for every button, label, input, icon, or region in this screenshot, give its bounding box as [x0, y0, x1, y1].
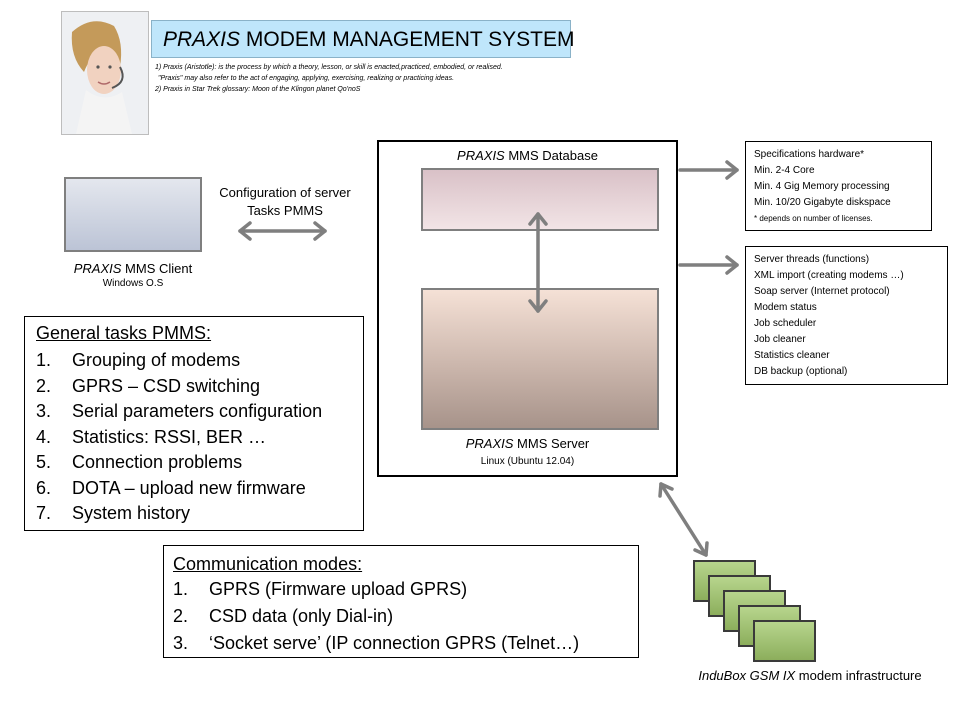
list-item-text: CSD data (only Dial-in) [209, 606, 394, 626]
modem-stack [690, 560, 830, 670]
spec-hardware-box: Specifications hardware* Min. 2-4 Core M… [745, 141, 932, 231]
server-box [421, 288, 659, 430]
thread-line: Server threads (functions) [754, 254, 870, 265]
list-item-text: ‘Socket serve’ (IP connection GPRS (Teln… [209, 633, 580, 653]
list-item-number: 1. [173, 579, 189, 599]
page-title: PRAXIS MODEM MANAGEMENT SYSTEM [151, 20, 575, 58]
config-label: Configuration of server Tasks PMMS [205, 184, 365, 220]
spec-line: Min. 4 Gig Memory processing [754, 181, 890, 192]
thread-line: Job cleaner [754, 334, 806, 345]
thread-line: Soap server (Internet protocol) [754, 286, 890, 297]
general-tasks-list: 1. Grouping of modems 2. GPRS – CSD switch… [36, 348, 322, 527]
title-italic: PRAXIS [163, 28, 241, 51]
modem-infrastructure-label: InduBox GSM IX modem infrastructure [670, 668, 950, 683]
modem-label-rest: modem infrastructure [795, 668, 922, 683]
list-item-number: 6. [36, 477, 52, 498]
client-label-italic: PRAXIS [73, 261, 122, 276]
list-item-text: Connection problems [72, 452, 243, 472]
list-item-number: 4. [36, 426, 52, 447]
client-label-rest: MMS Client [121, 261, 193, 276]
list-item-number: 5. [36, 452, 52, 472]
server-label: PRAXIS MMS Server [379, 436, 676, 451]
modem-unit [753, 620, 816, 662]
list-item-text: System history [72, 503, 191, 523]
modem-label-italic: InduBox GSM IX [698, 668, 796, 683]
spec-line: Min. 10/20 Gigabyte diskspace [754, 197, 891, 208]
communication-modes-box: Communication modes: 1. GPRS (Firmware up… [163, 545, 639, 658]
database-label-rest: MMS Database [504, 148, 598, 163]
general-tasks-title: General tasks PMMS: [36, 323, 212, 343]
config-label-line2: Tasks PMMS [247, 203, 323, 218]
list-item: 2. GPRS – CSD switching [36, 374, 322, 400]
list-item: 7. System history [36, 501, 322, 527]
list-item-text: DOTA – upload new firmware [72, 477, 306, 498]
list-item-number: 2. [36, 375, 52, 396]
client-os-label: Windows O.S [102, 278, 164, 289]
note-line: "Praxis" may also refer to the act of en… [158, 75, 455, 82]
thread-line: Modem status [754, 302, 817, 313]
communication-modes-title: Communication modes: [173, 554, 363, 574]
client-box [64, 177, 202, 252]
list-item: 3. Serial parameters configuration [36, 399, 322, 425]
list-item-number: 2. [173, 606, 189, 626]
list-item: 2. CSD data (only Dial-in) [173, 603, 579, 630]
list-item: 4. Statistics: RSSI, BER … [36, 425, 322, 451]
list-item: 1. Grouping of modems [36, 348, 322, 374]
thread-line: XML import (creating modems …) [754, 270, 904, 281]
database-label: PRAXIS MMS Database [379, 148, 676, 163]
list-item-text: GPRS – CSD switching [72, 375, 261, 396]
spec-footnote: * depends on number of licenses. [754, 214, 873, 223]
server-threads-box: Server threads (functions) XML import (c… [745, 246, 948, 385]
title-rest: MODEM MANAGEMENT SYSTEM [240, 28, 575, 51]
server-modem-arrow [658, 482, 709, 557]
server-label-rest: MMS Server [513, 436, 590, 451]
list-item-number: 7. [36, 503, 52, 523]
database-box [421, 168, 659, 231]
list-item: 3. ‘Socket serve’ (IP connection GPRS (Te… [173, 630, 579, 657]
list-item-number: 3. [173, 633, 189, 653]
server-frame [377, 140, 678, 477]
communication-modes-list: 1. GPRS (Firmware upload GPRS) 2. CSD data… [173, 576, 579, 657]
config-label-line1: Configuration of server [219, 185, 351, 200]
list-item: 6. DOTA – upload new firmware [36, 476, 322, 502]
thread-line: Job scheduler [754, 318, 817, 329]
woman-headset-portrait [62, 12, 148, 134]
list-item-text: GPRS (Firmware upload GPRS) [209, 579, 468, 599]
threads-arrow [678, 255, 739, 275]
thread-line: Statistics cleaner [754, 350, 830, 361]
server-label-italic: PRAXIS [465, 436, 514, 451]
server-os-label: Linux (Ubuntu 12.04) [480, 456, 575, 467]
list-item-text: Statistics: RSSI, BER … [72, 426, 267, 447]
general-tasks-box: General tasks PMMS: 1. Grouping of modems… [24, 316, 364, 531]
client-server-arrow [238, 221, 327, 241]
portrait-image [61, 11, 149, 135]
list-item-number: 3. [36, 401, 52, 421]
spec-arrow [678, 160, 739, 180]
client-label: PRAXIS MMS Client [58, 261, 208, 276]
note-line: 1) Praxis (Aristotle): is the process by… [155, 64, 503, 71]
list-item-text: Serial parameters configuration [72, 401, 323, 421]
spec-line: Specifications hardware* [754, 149, 865, 160]
title-notes: 1) Praxis (Aristotle): is the process by… [155, 62, 503, 95]
list-item: 5. Connection problems [36, 450, 322, 476]
spec-line: Min. 2-4 Core [754, 165, 815, 176]
thread-line: DB backup (optional) [754, 366, 848, 377]
list-item-text: Grouping of modems [72, 350, 241, 370]
database-label-italic: PRAXIS [457, 148, 505, 163]
list-item: 1. GPRS (Firmware upload GPRS) [173, 576, 579, 603]
list-item-number: 1. [36, 350, 52, 370]
note-line: 2) Praxis in Star Trek glossary: Moon of… [155, 86, 361, 93]
